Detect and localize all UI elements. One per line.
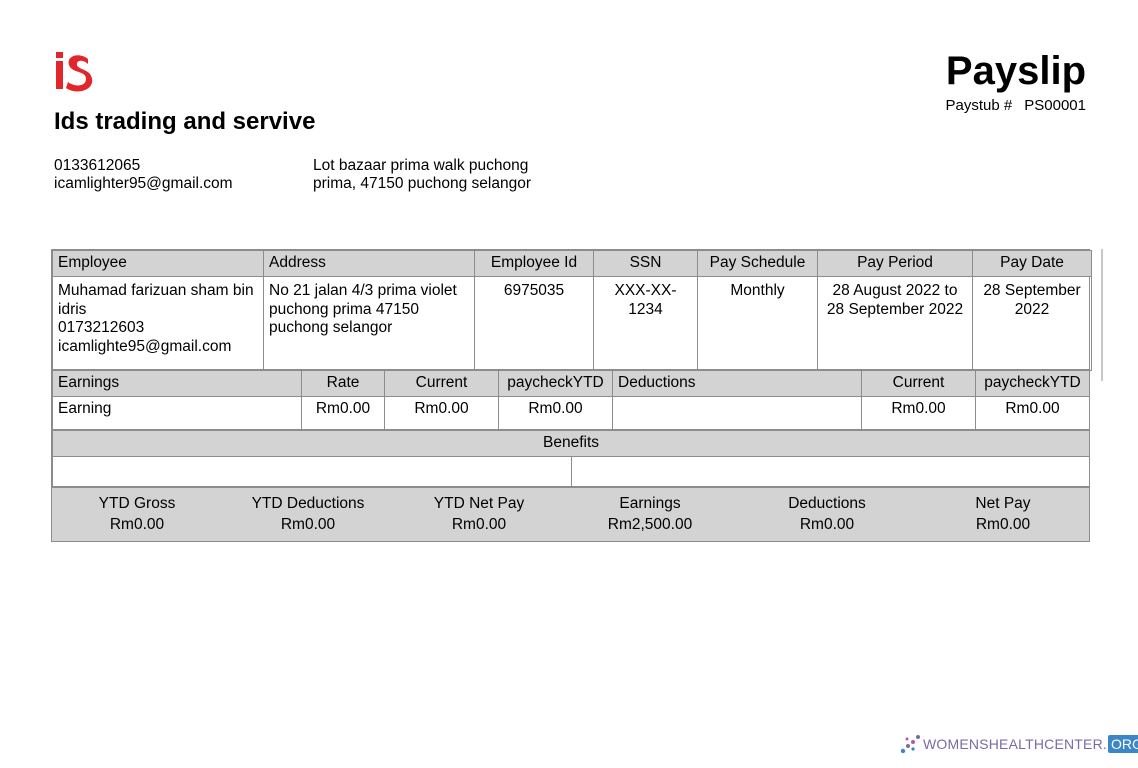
company-email: icamlighter95@gmail.com [54,175,233,192]
benefits-cell-right [570,456,1091,487]
deduction-current: Rm0.00 [861,396,976,430]
header-ssn: SSN [593,250,698,277]
pay-schedule: Monthly [697,276,818,371]
benefits-cell-left [52,456,572,487]
earning-ytd: Rm0.00 [498,396,613,430]
earning-rate: Rm0.00 [301,396,385,430]
summary-earnings: Earnings Rm2,500.00 [575,493,725,535]
pay-date: 28 September 2022 [972,276,1092,371]
benefits-header-row: Benefits [51,430,1091,457]
paystub-number: PS00001 [1024,97,1086,114]
pay-period: 28 August 2022 to 28 September 2022 [817,276,973,371]
company-logo [56,52,93,92]
company-address: Lot bazaar prima walk puchong prima, 471… [313,157,531,193]
summary-ytd-deductions: YTD Deductions Rm0.00 [233,493,383,535]
summary-value: Rm0.00 [799,516,855,533]
header-paycheck-ytd: paycheckYTD [498,370,613,397]
payslip-title: Payslip [945,49,1086,93]
employee-email: icamlighte95@gmail.com [58,337,232,355]
deduction-name [612,396,862,430]
earning-name: Earning [52,396,302,430]
employee-row: Muhamad farizuan sham bin idris 01732126… [52,276,1092,371]
watermark-text: WOMENSHEALTHCENTER. [923,736,1107,752]
employee-phone: 0173212603 [58,319,145,336]
summary-value: Rm0.00 [975,516,1031,533]
summary-value: Rm0.00 [109,516,165,533]
benefits-header: Benefits [51,430,1091,457]
employee-name: Muhamad farizuan sham bin idris [58,282,254,318]
header-pay-date: Pay Date [972,250,1092,277]
earnings-deductions-table: Earnings Rate Current paycheckYTD Deduct… [51,369,1090,431]
header-deductions: Deductions [612,370,862,397]
summary-label: YTD Net Pay [433,495,525,512]
employee-id: 6975035 [474,276,594,371]
employee-address: No 21 jalan 4/3 prima violet puchong pri… [263,276,475,371]
summary-label: Earnings [619,495,681,512]
header-employee-id: Employee Id [474,250,594,277]
benefits-row [52,456,1091,487]
header-address: Address [263,250,475,277]
header-pay-schedule: Pay Schedule [697,250,818,277]
summary-label: YTD Gross [98,495,176,512]
header-rate: Rate [301,370,385,397]
earning-current: Rm0.00 [384,396,499,430]
header-deductions-ytd: paycheckYTD [975,370,1090,397]
summary-ytd-net-pay: YTD Net Pay Rm0.00 [404,493,554,535]
header-current: Current [384,370,499,397]
summary-ytd-gross: YTD Gross Rm0.00 [62,493,212,535]
earnings-header: Earnings Rate Current paycheckYTD Deduct… [52,370,1090,397]
summary-label: Deductions [788,495,866,512]
header-deductions-current: Current [861,370,976,397]
table-row: Earning Rm0.00 Rm0.00 Rm0.00 Rm0.00 Rm0.… [52,396,1090,430]
company-address-line2: prima, 47150 puchong selangor [313,175,532,192]
company-contact: 0133612065 icamlighter95@gmail.com [54,157,233,193]
company-name: Ids trading and servive [54,108,316,135]
summary-panel: YTD Gross Rm0.00 YTD Deductions Rm0.00 Y… [51,487,1090,542]
benefits-table: Benefits [51,429,1091,488]
company-address-line1: Lot bazaar prima walk puchong [313,157,529,174]
summary-label: Net Pay [975,495,1031,512]
paystub-label: Paystub # [945,97,1013,114]
summary-net-pay: Net Pay Rm0.00 [928,493,1078,535]
summary-value: Rm2,500.00 [607,516,693,533]
summary-label: YTD Deductions [251,495,365,512]
summary-value: Rm0.00 [451,516,507,533]
deduction-ytd: Rm0.00 [975,396,1090,430]
header-employee: Employee [52,250,264,277]
watermark-suffix: ORG [1108,735,1138,753]
header-pay-period: Pay Period [817,250,973,277]
watermark-dots-icon [900,735,920,754]
summary-deductions: Deductions Rm0.00 [752,493,902,535]
company-phone: 0133612065 [54,157,141,174]
summary-value: Rm0.00 [280,516,336,533]
header-earnings: Earnings [52,370,302,397]
watermark: WOMENSHEALTHCENTER.ORG [899,731,1138,757]
scrollbar[interactable] [1101,249,1103,381]
paystub-number-line: Paystub # PS00001 [946,97,1086,114]
employee-table-header: Employee Address Employee Id SSN Pay Sch… [52,250,1092,277]
employee-table: Employee Address Employee Id SSN Pay Sch… [51,249,1092,372]
employee-ssn: XXX-XX-1234 [593,276,698,371]
employee-cell: Muhamad farizuan sham bin idris 01732126… [52,276,264,371]
